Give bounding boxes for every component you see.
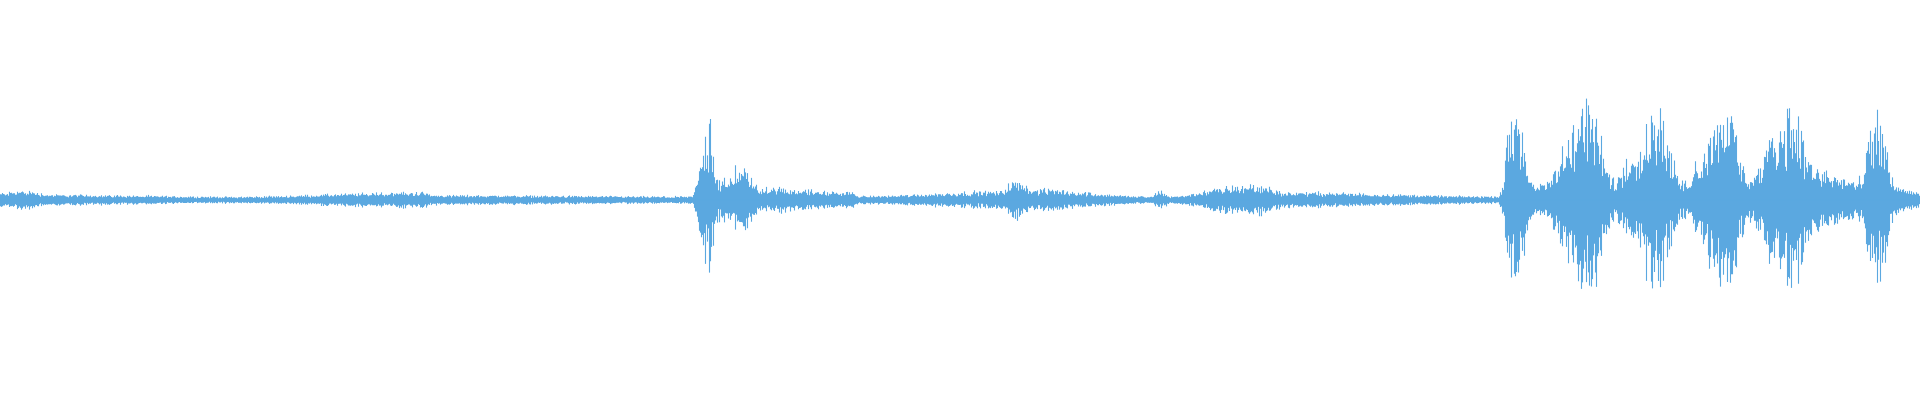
waveform-bars — [0, 98, 1920, 289]
waveform-path — [0, 98, 1920, 289]
